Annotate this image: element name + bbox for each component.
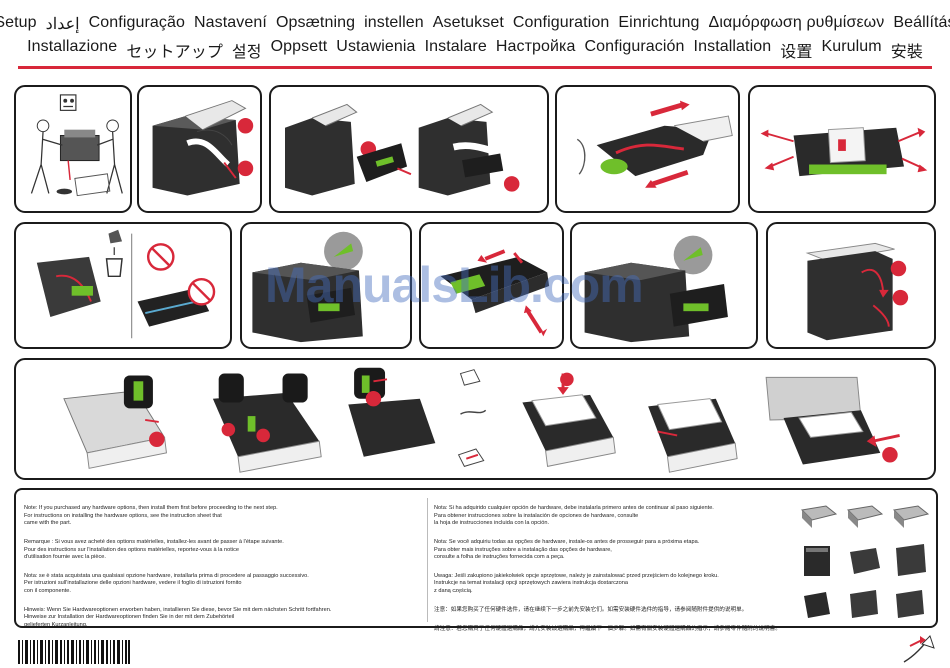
note-simplified-chinese: 注意：如果您购买了任何硬件选件，请在继续下一步之前先安装它们。如需安装硬件选件的…: [434, 606, 748, 613]
lang-romanian: Instalare: [424, 38, 487, 55]
lang-norwegian: Oppsett: [270, 38, 328, 55]
note-portuguese: Nota: Se você adquiriu todas as opções d…: [434, 539, 700, 561]
lang-traditional-chinese: 安裝: [890, 44, 923, 61]
lang-finnish: Asetukset: [432, 14, 504, 31]
lang-dutch: instellen: [364, 14, 424, 31]
lang-swedish: Installation: [693, 38, 772, 55]
lang-danish: Opsætning: [275, 14, 356, 31]
step-insert-cartridge-panel: [240, 222, 412, 349]
step-unpack-panel: [14, 85, 132, 213]
hardware-options-thumbnails: [800, 505, 930, 618]
lang-polish: Ustawienia: [336, 38, 416, 55]
step-load-tray-panel: [14, 358, 936, 480]
step-remove-tape-panel: [748, 85, 936, 213]
cartridge-tape-removal-illustration: [760, 127, 928, 177]
lang-czech: Nastavení: [194, 14, 267, 31]
lang-arabic: إعداد: [45, 16, 80, 33]
discard-packaging-illustration: [36, 229, 216, 339]
step-remove-packing-panel: [137, 85, 262, 213]
note-polish: Uwaga: Jeśli zakupiono jakiekolwiek opcj…: [434, 573, 719, 594]
lang-german: Einrichtung: [618, 14, 700, 31]
lang-russian: Настройка: [495, 38, 576, 55]
step-discard-packaging-panel: [14, 222, 232, 349]
note-french: Remarque : Si vous avez acheté des optio…: [24, 539, 284, 561]
lang-french: Configuration: [512, 14, 610, 31]
shake-imaging-unit-illustration: [440, 249, 550, 337]
lang-simplified-chinese: 设置: [780, 44, 813, 61]
note-traditional-chinese: 請注意：若您購買了任何硬體選購品，請先安裝該選購品，再繼續下一個步驟。如需有關安…: [434, 625, 781, 632]
lang-turkish: Kurulum: [821, 38, 882, 55]
note-spanish: Nota: Si ha adquirido cualquier opción d…: [434, 505, 714, 527]
insert-imaging-unit-illustration: [584, 235, 728, 343]
note-italian: Nota: se è stata acquistata una qualsias…: [24, 573, 309, 594]
lang-korean: 설정: [231, 44, 262, 61]
cartridge-removal-illustration: [285, 103, 520, 196]
step-remove-cartridge-panel: [269, 85, 549, 213]
hardware-options-notes: Note: If you purchased any hardware opti…: [14, 488, 938, 632]
notes-column-right: Nota: Si ha adquirido cualquier opción d…: [434, 498, 806, 645]
insert-cartridge-illustration: [252, 231, 363, 343]
lang-hungarian: Beállítás: [893, 14, 950, 31]
notes-divider: [427, 498, 428, 622]
language-row-1: Setup إعداد Configuração Nastavení Opsæt…: [0, 14, 950, 34]
shake-cartridge-illustration: [576, 100, 733, 188]
lang-italian: Installazione: [27, 38, 118, 55]
lang-greek: Διαμόρφωση ρυθμίσεων: [708, 14, 885, 31]
step-close-cover-panel: [766, 222, 936, 349]
note-english: Note: If you purchased any hardware opti…: [24, 505, 278, 527]
lang-japanese: セットアップ: [126, 44, 223, 61]
step-insert-imaging-unit-panel: [570, 222, 758, 349]
close-front-cover-illustration: [805, 242, 909, 341]
step-remove-packing-material-panel: [555, 85, 740, 213]
lang-portuguese: Configuração: [88, 14, 185, 31]
lang-setup: Setup: [0, 14, 37, 31]
printer-open-cover-illustration: [152, 100, 254, 196]
barcode: [18, 640, 130, 664]
note-german: Hinweis: Wenn Sie Hardwareoptionen erwor…: [24, 606, 332, 628]
step-shake-cartridge-panel: [419, 222, 564, 349]
lang-spanish: Configuración: [584, 38, 685, 55]
unpack-illustration: [30, 94, 123, 197]
page-curl-next-icon[interactable]: [900, 632, 936, 666]
language-title-band: Setup إعداد Configuração Nastavení Opsæt…: [0, 0, 950, 62]
load-paper-tray-illustration: [63, 367, 900, 473]
header-divider: [18, 66, 932, 69]
language-row-2: Installazione セットアップ 설정 Oppsett Ustawien…: [0, 38, 950, 62]
notes-column-left: Note: If you purchased any hardware opti…: [24, 498, 424, 641]
